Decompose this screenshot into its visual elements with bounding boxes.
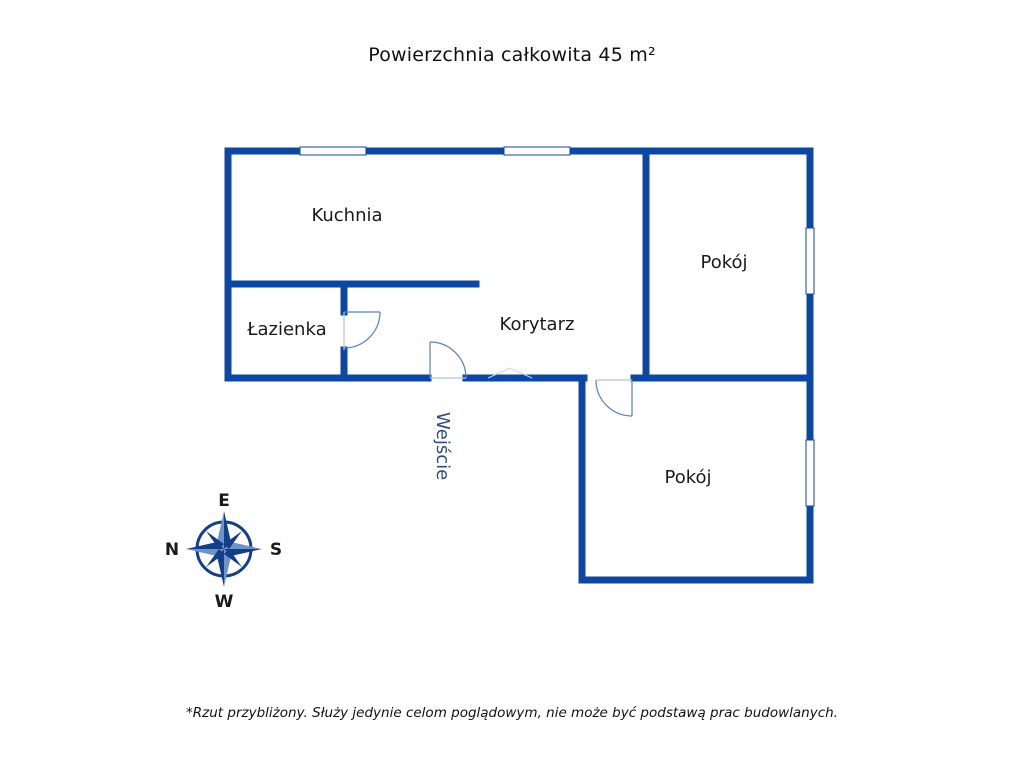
page-title: Powierzchnia całkowita 45 m²	[368, 44, 656, 66]
entrance-label: Wejście	[432, 412, 453, 480]
compass-east: E	[218, 491, 230, 511]
compass-west: W	[215, 592, 234, 612]
compass-north: N	[165, 540, 179, 560]
compass-rose-icon	[186, 511, 262, 587]
room-label-upper: Pokój	[700, 252, 747, 273]
room-label-corridor: Korytarz	[500, 314, 575, 335]
doors	[343, 311, 633, 417]
corridor-opening	[487, 367, 533, 379]
compass-south: S	[270, 540, 282, 560]
window-room-lower	[805, 439, 815, 507]
window-kitchen-2	[503, 146, 571, 156]
door-bathroom	[343, 311, 381, 350]
door-entrance	[429, 341, 467, 379]
window-room-upper	[805, 227, 815, 295]
room-label-kitchen: Kuchnia	[311, 205, 382, 226]
room-label-bathroom: Łazienka	[246, 319, 326, 340]
windows	[299, 146, 815, 507]
door-room-lower	[595, 379, 633, 417]
room-label-lower: Pokój	[664, 467, 711, 488]
disclaimer-footnote: *Rzut przybliżony. Służy jedynie celom p…	[186, 705, 838, 721]
window-kitchen-1	[299, 146, 367, 156]
